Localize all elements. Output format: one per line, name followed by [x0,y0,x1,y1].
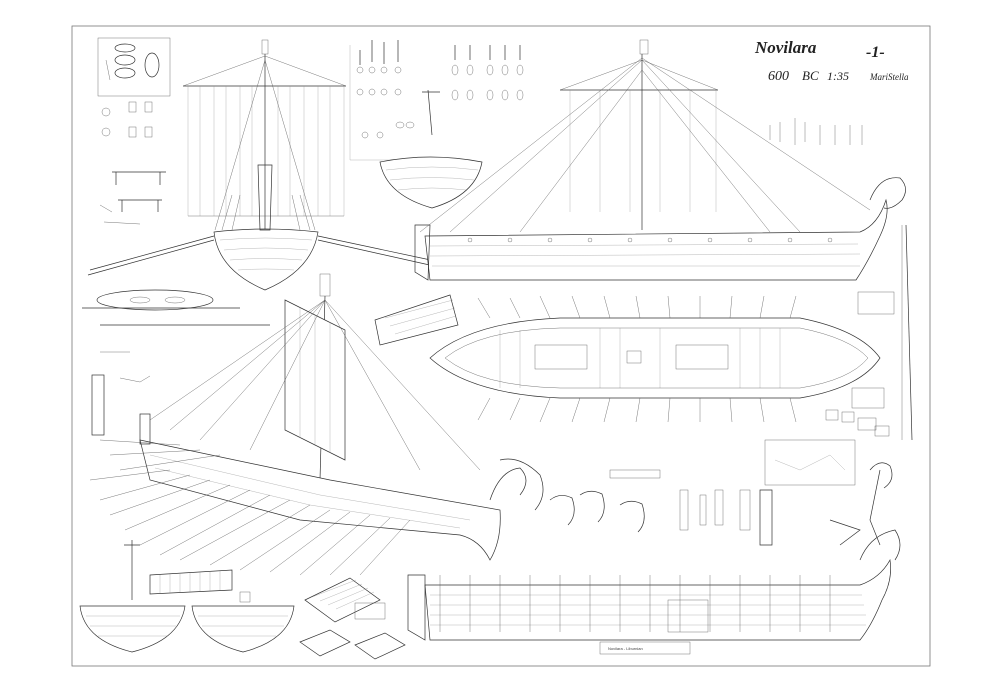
stern-plate [599,641,691,655]
author-label: MariStella [869,72,909,82]
side-elevation [414,39,906,281]
gratings [299,577,406,660]
stern-plate-text: Novilara - Liburnian [608,646,643,651]
scale-label: 1:35 [827,69,849,83]
title-block: Novilara -1- 600 BC 1:35 MariStella [754,38,909,84]
detail-parts [499,439,893,546]
ship-name: Novilara [754,38,817,57]
front-view-sail [87,39,444,291]
right-small-parts [769,118,913,441]
era-label: BC [802,68,819,83]
perspective-view [89,273,527,576]
rigging-blocks [349,40,524,209]
oar-ports [467,237,833,243]
perspective-oars [89,439,411,576]
bottom-elevation: Novilara - Liburnian [407,529,901,655]
date-label: 600 [768,69,789,84]
top-left-parts [97,37,171,225]
deck-plan [429,295,881,423]
bench-detail [374,294,459,346]
oar-details [82,289,270,436]
bottom-sections [79,540,295,653]
sheet-number: -1- [866,44,885,61]
